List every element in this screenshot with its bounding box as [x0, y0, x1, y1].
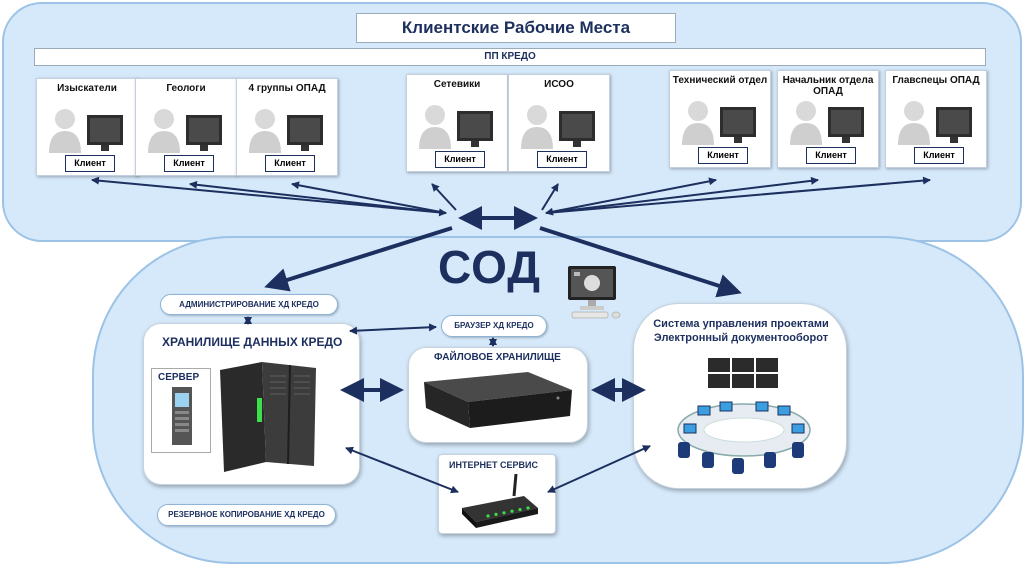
- workstation-label: ИСОО: [544, 79, 574, 90]
- workstation-label: Главспецы ОПАД: [892, 75, 980, 86]
- user-at-computer-icon: [419, 105, 493, 149]
- server-box: СЕРВЕР: [151, 368, 211, 453]
- client-label: Клиент: [698, 147, 748, 164]
- workstation-label: Изыскатели: [57, 83, 117, 94]
- router-icon: [462, 473, 538, 528]
- client-label: Клиент: [537, 151, 587, 168]
- workstation: 4 группы ОПАД Клиент: [236, 78, 338, 176]
- client-label: Клиент: [65, 155, 115, 172]
- workstation: Главспецы ОПАД Клиент: [885, 70, 987, 168]
- client-label: Клиент: [164, 155, 214, 172]
- page-title: Клиентские Рабочие Места: [356, 13, 676, 43]
- file-storage-device-icon: [424, 372, 572, 428]
- conference-room-icon: [677, 358, 811, 474]
- server-rack-icon: [220, 362, 316, 472]
- user-at-computer-icon: [521, 105, 595, 149]
- client-label: Клиент: [806, 147, 856, 164]
- user-at-computer-icon: [249, 109, 323, 153]
- user-at-computer-icon: [898, 101, 972, 145]
- internet-service-title: ИНТЕРНЕТ СЕРВИС: [449, 460, 538, 470]
- client-label: Клиент: [914, 147, 964, 164]
- workstation: Начальник отдела ОПАД Клиент: [777, 70, 879, 168]
- user-at-computer-icon: [682, 101, 756, 145]
- pp-credo-banner: ПП КРЕДО: [34, 48, 986, 66]
- client-label: Клиент: [265, 155, 315, 172]
- file-storage-title: ФАЙЛОВОЕ ХРАНИЛИЩЕ: [434, 352, 561, 363]
- user-at-computer-icon: [148, 109, 222, 153]
- project-management-title: Система управления проектами Электронный…: [653, 318, 829, 344]
- credo-data-storage-title: ХРАНИЛИЩЕ ДАННЫХ КРЕДО: [162, 335, 343, 349]
- browser-credo-label: БРАУЗЕР ХД КРЕДО: [441, 315, 547, 337]
- workstation-label: Начальник отдела ОПАД: [782, 75, 874, 97]
- sod-label: СОД: [438, 241, 542, 293]
- client-label: Клиент: [435, 151, 485, 168]
- workstation: ИСОО Клиент: [508, 74, 610, 172]
- user-at-computer-icon: [49, 109, 123, 153]
- server-label: СЕРВЕР: [158, 372, 200, 383]
- backup-credo-label: РЕЗЕРВНОЕ КОПИРОВАНИЕ ХД КРЕДО: [157, 504, 336, 526]
- workstation-label: Технический отдел: [672, 75, 768, 86]
- workstation-label: Сетевики: [433, 79, 481, 90]
- workstation-label: 4 группы ОПАД: [248, 83, 326, 94]
- server-tower-small-icon: [172, 387, 192, 445]
- desktop-computer-icon: [568, 266, 621, 319]
- admin-credo-label: АДМИНИСТРИРОВАНИЕ ХД КРЕДО: [160, 294, 338, 315]
- workstation-label: Геологи: [166, 83, 206, 94]
- user-at-computer-icon: [790, 101, 864, 145]
